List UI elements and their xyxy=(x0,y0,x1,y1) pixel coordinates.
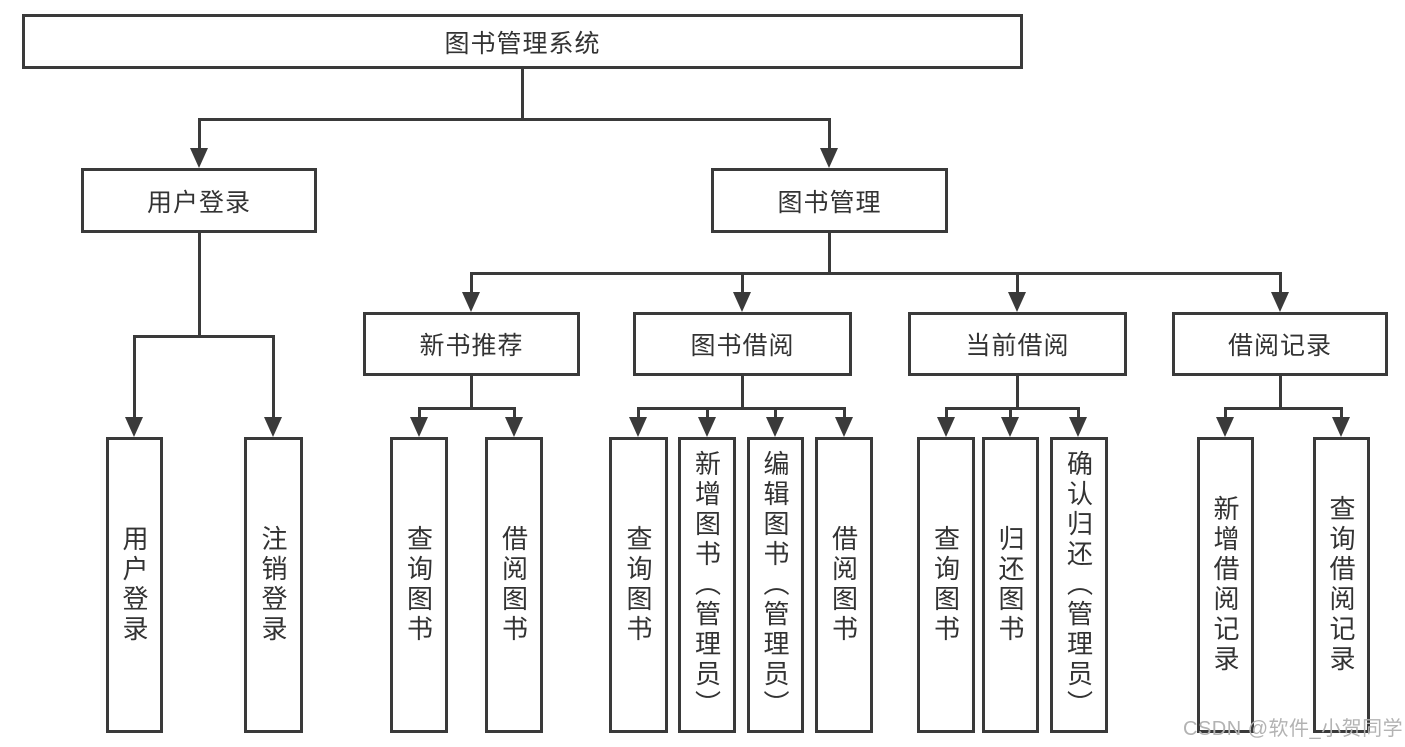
connector-line xyxy=(1224,407,1227,419)
connector-line xyxy=(741,374,744,409)
connector-line xyxy=(1077,407,1080,419)
connector-line xyxy=(945,407,1080,410)
connector-line xyxy=(945,407,948,419)
arrowhead xyxy=(190,148,208,168)
node-current-borrowing: 当前借阅 xyxy=(908,312,1127,376)
connector-line xyxy=(1224,407,1342,410)
leaf-return-books: 归还图书 xyxy=(982,437,1039,733)
connector-line xyxy=(843,407,846,419)
arrowhead xyxy=(1271,292,1289,312)
leaf-add-borrow-record: 新增借阅记录 xyxy=(1197,437,1254,733)
connector-line xyxy=(198,231,201,337)
arrowhead xyxy=(820,148,838,168)
connector-line xyxy=(1279,374,1282,409)
arrowhead xyxy=(698,417,716,437)
leaf-query-books-current: 查询图书 xyxy=(917,437,975,733)
connector-line xyxy=(637,407,845,410)
connector-line xyxy=(828,231,831,274)
arrowhead xyxy=(125,417,143,437)
arrowhead xyxy=(937,417,955,437)
connector-line xyxy=(418,407,516,410)
node-new-book-recommendation: 新书推荐 xyxy=(363,312,580,376)
arrowhead xyxy=(462,292,480,312)
arrowhead xyxy=(733,292,751,312)
connector-line xyxy=(513,407,516,419)
connector-line xyxy=(706,407,709,419)
connector-line xyxy=(470,272,1281,275)
arrowhead xyxy=(1332,417,1350,437)
leaf-user-login: 用户登录 xyxy=(106,437,163,733)
connector-line xyxy=(418,407,421,419)
connector-line xyxy=(198,118,831,121)
node-borrowing-records: 借阅记录 xyxy=(1172,312,1388,376)
node-user-login: 用户登录 xyxy=(81,168,317,233)
arrowhead xyxy=(1008,292,1026,312)
connector-line xyxy=(198,118,201,150)
arrowhead xyxy=(629,417,647,437)
arrowhead xyxy=(505,417,523,437)
node-book-borrowing: 图书借阅 xyxy=(633,312,852,376)
arrowhead xyxy=(410,417,428,437)
leaf-logout: 注销登录 xyxy=(244,437,303,733)
connector-line xyxy=(521,68,524,120)
leaf-edit-books-admin: 编辑图书（管理员） xyxy=(747,437,804,733)
arrowhead xyxy=(1069,417,1087,437)
connector-line xyxy=(470,374,473,409)
connector-line xyxy=(1009,407,1012,419)
arrowhead xyxy=(1001,417,1019,437)
leaf-add-books-admin: 新增图书（管理员） xyxy=(678,437,736,733)
connector-line xyxy=(133,335,136,419)
connector-line xyxy=(1340,407,1343,419)
connector-line xyxy=(272,335,275,419)
leaf-borrow-books-recommend: 借阅图书 xyxy=(485,437,543,733)
connector-line xyxy=(1016,272,1019,294)
connector-line xyxy=(637,407,640,419)
arrowhead xyxy=(264,417,282,437)
connector-line xyxy=(774,407,777,419)
leaf-query-borrow-record: 查询借阅记录 xyxy=(1313,437,1370,733)
connector-line xyxy=(1279,272,1282,294)
leaf-borrow-books: 借阅图书 xyxy=(815,437,873,733)
connector-line xyxy=(741,272,744,294)
node-root: 图书管理系统 xyxy=(22,14,1023,69)
arrowhead xyxy=(766,417,784,437)
arrowhead xyxy=(1216,417,1234,437)
connector-line xyxy=(133,335,274,338)
connector-line xyxy=(828,118,831,150)
csdn-watermark: CSDN @软件_小贺同学 xyxy=(1183,718,1404,740)
arrowhead xyxy=(835,417,853,437)
leaf-query-books-recommend: 查询图书 xyxy=(390,437,448,733)
node-book-management: 图书管理 xyxy=(711,168,948,233)
leaf-confirm-return-admin: 确认归还（管理员） xyxy=(1050,437,1108,733)
connector-line xyxy=(470,272,473,294)
connector-line xyxy=(1016,374,1019,409)
leaf-query-books-borrow: 查询图书 xyxy=(609,437,668,733)
